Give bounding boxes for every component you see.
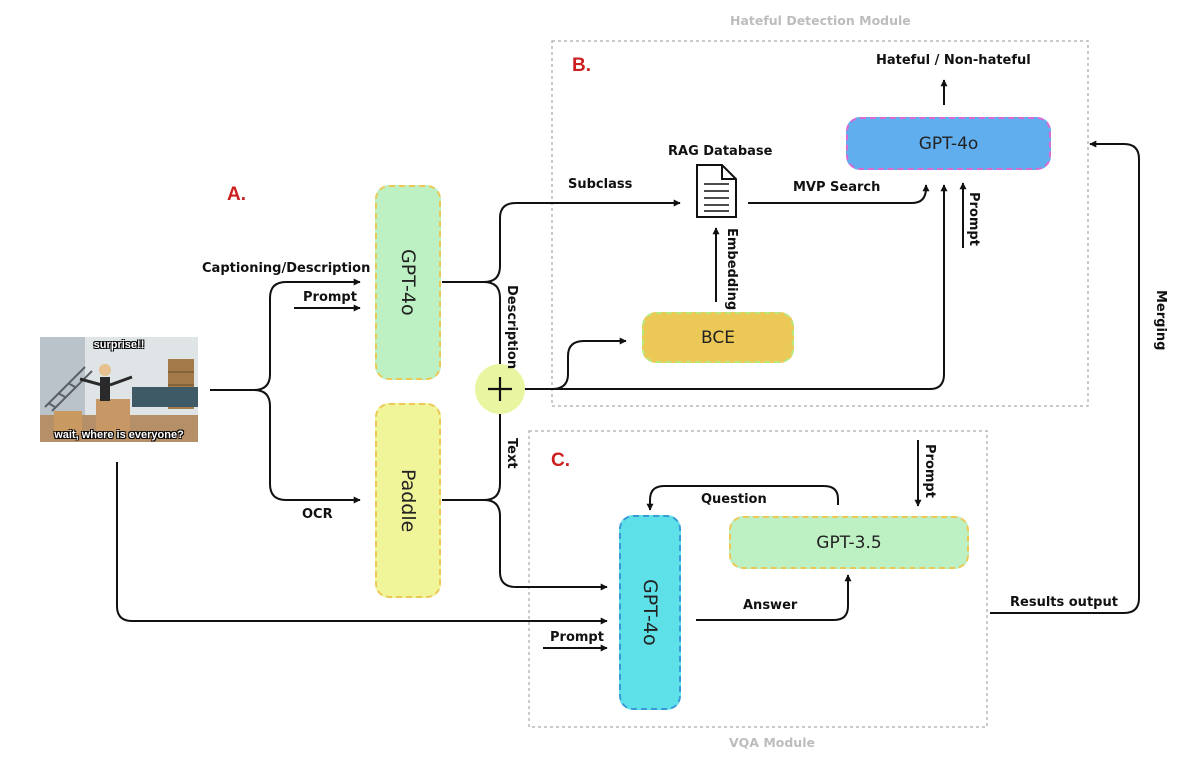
section-a-label: A. bbox=[227, 184, 246, 205]
edge-paddle-to-vqa bbox=[483, 499, 608, 591]
results-output-label: Results output bbox=[1010, 595, 1118, 610]
gpt4o-b-node: GPT-4o bbox=[846, 117, 1051, 170]
gpt4o-b-label: GPT-4o bbox=[918, 133, 979, 154]
gpt4o-a-label: GPT-4o bbox=[397, 249, 419, 316]
bce-node: BCE bbox=[642, 312, 794, 363]
prompt-b-label: Prompt bbox=[966, 192, 981, 246]
gpt4o-c-node: GPT-4o bbox=[619, 515, 681, 710]
ocr-label: OCR bbox=[302, 507, 333, 522]
vqa-module-title: VQA Module bbox=[729, 735, 815, 750]
description-label: Description bbox=[504, 285, 519, 370]
bce-label: BCE bbox=[701, 327, 735, 348]
subclass-label: Subclass bbox=[568, 177, 633, 192]
edge-mvp-search bbox=[748, 184, 930, 204]
section-c-label: C. bbox=[551, 450, 570, 471]
meme-top-text: surprise!! bbox=[93, 339, 145, 351]
prompt-a-label: Prompt bbox=[303, 290, 357, 305]
gpt4o-c-label: GPT-4o bbox=[639, 579, 661, 646]
gpt35-label: GPT-3.5 bbox=[816, 532, 882, 553]
vqa-module-frame bbox=[528, 430, 988, 728]
edge-results-merging bbox=[990, 140, 1140, 614]
text-label: Text bbox=[504, 438, 519, 469]
edge-merge-to-gpt4o-b bbox=[552, 184, 948, 390]
edge-gpt4o-a-out bbox=[442, 199, 681, 283]
document-icon bbox=[696, 164, 737, 218]
gpt35-node: GPT-3.5 bbox=[729, 516, 969, 569]
question-label: Question bbox=[701, 492, 767, 507]
edge-description bbox=[483, 281, 501, 364]
meme-bottom-text: wait, where is everyone? bbox=[54, 429, 184, 441]
paddle-node: Paddle bbox=[375, 403, 441, 598]
paddle-label: Paddle bbox=[397, 468, 419, 533]
edge-branch-ocr bbox=[253, 389, 361, 504]
edge-merge-to-bce bbox=[524, 337, 627, 390]
edge-answer bbox=[696, 574, 852, 621]
final-output-label: Hateful / Non-hateful bbox=[876, 53, 1031, 68]
hateful-detection-module-title: Hateful Detection Module bbox=[730, 13, 911, 28]
merging-label: Merging bbox=[1153, 290, 1168, 351]
plus-icon bbox=[475, 364, 525, 414]
prompt-c-label: Prompt bbox=[550, 630, 604, 645]
prompt-c-top-label: Prompt bbox=[922, 444, 937, 498]
edge-branch-captioning bbox=[253, 278, 361, 391]
rag-database-label: RAG Database bbox=[668, 144, 773, 159]
embedding-label: Embedding bbox=[724, 228, 739, 311]
edge-question bbox=[646, 485, 839, 511]
mvp-search-label: MVP Search bbox=[793, 180, 881, 195]
section-b-label: B. bbox=[572, 55, 591, 76]
edge-paddle-out bbox=[442, 414, 501, 501]
gpt4o-a-node: GPT-4o bbox=[375, 185, 441, 380]
meme-illustration bbox=[40, 337, 198, 442]
hateful-detection-module-frame bbox=[551, 40, 1089, 407]
edge-meme-to-vqa bbox=[116, 462, 608, 625]
answer-label: Answer bbox=[743, 598, 798, 613]
captioning-label: Captioning/Description bbox=[202, 261, 371, 276]
meme-image: surprise!! wait, where is everyone? bbox=[40, 337, 198, 442]
